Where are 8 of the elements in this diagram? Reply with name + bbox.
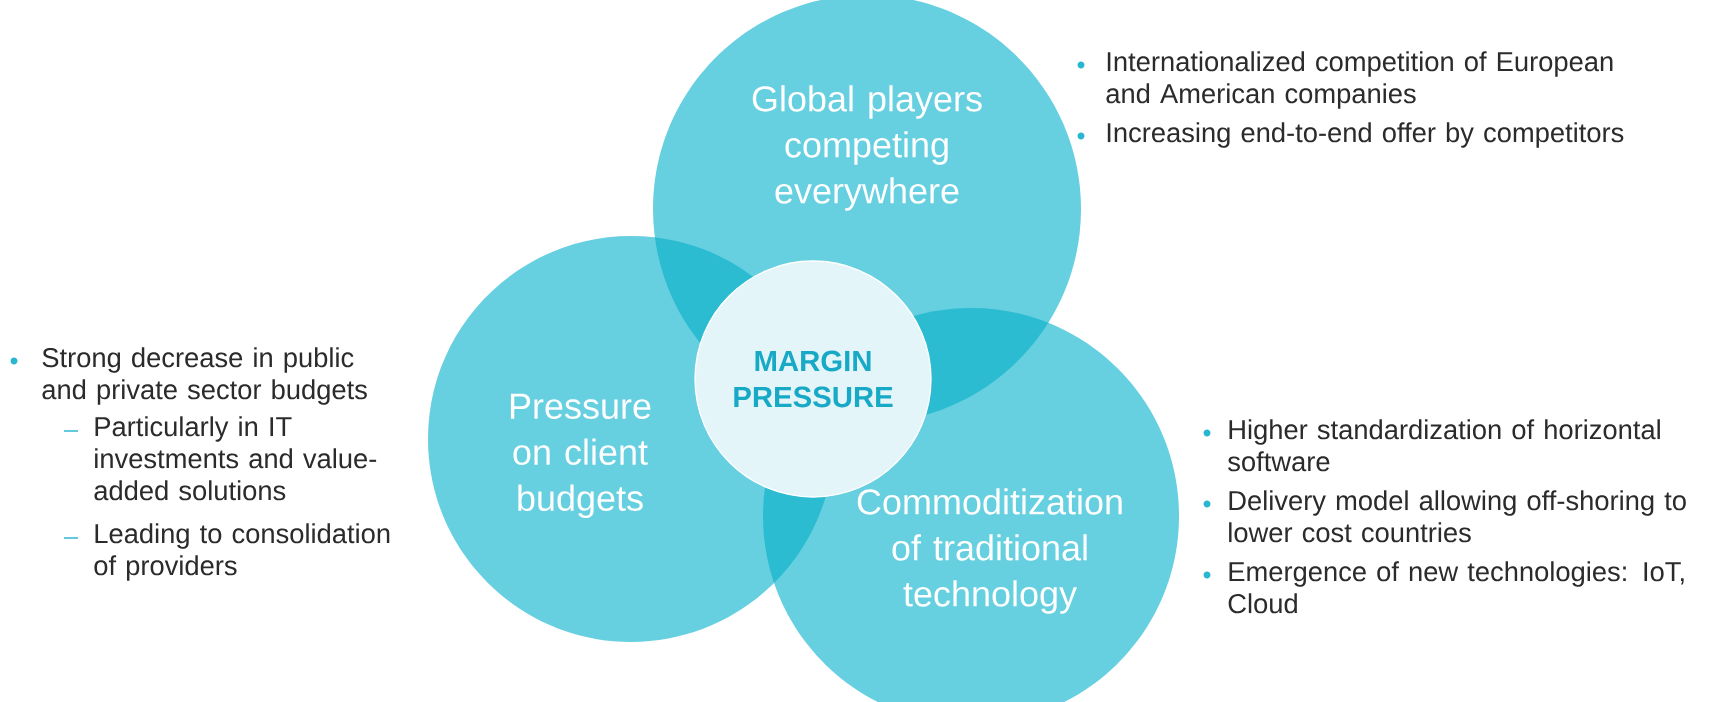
bullet-item: Emergence of new technologies: IoT, Cloud bbox=[1203, 561, 1684, 614]
bullet-item: Delivery model allowing off-shoring to lower cost countries bbox=[1203, 490, 1686, 543]
bullet-item: Increasing end-to-end offer by competitors bbox=[1077, 122, 1624, 148]
bullet-item: Leading to consolidation of providers bbox=[63, 523, 390, 581]
bullet-item: Strong decrease in public and private sector budgets bbox=[10, 347, 367, 405]
bullet-item: Particularly in IT investments and value-added solutions bbox=[63, 416, 377, 501]
bullet-item: Internationalized competition of European and American companies bbox=[1077, 51, 1613, 109]
bullet-item: Higher standardization of horizontal software bbox=[1203, 419, 1660, 472]
